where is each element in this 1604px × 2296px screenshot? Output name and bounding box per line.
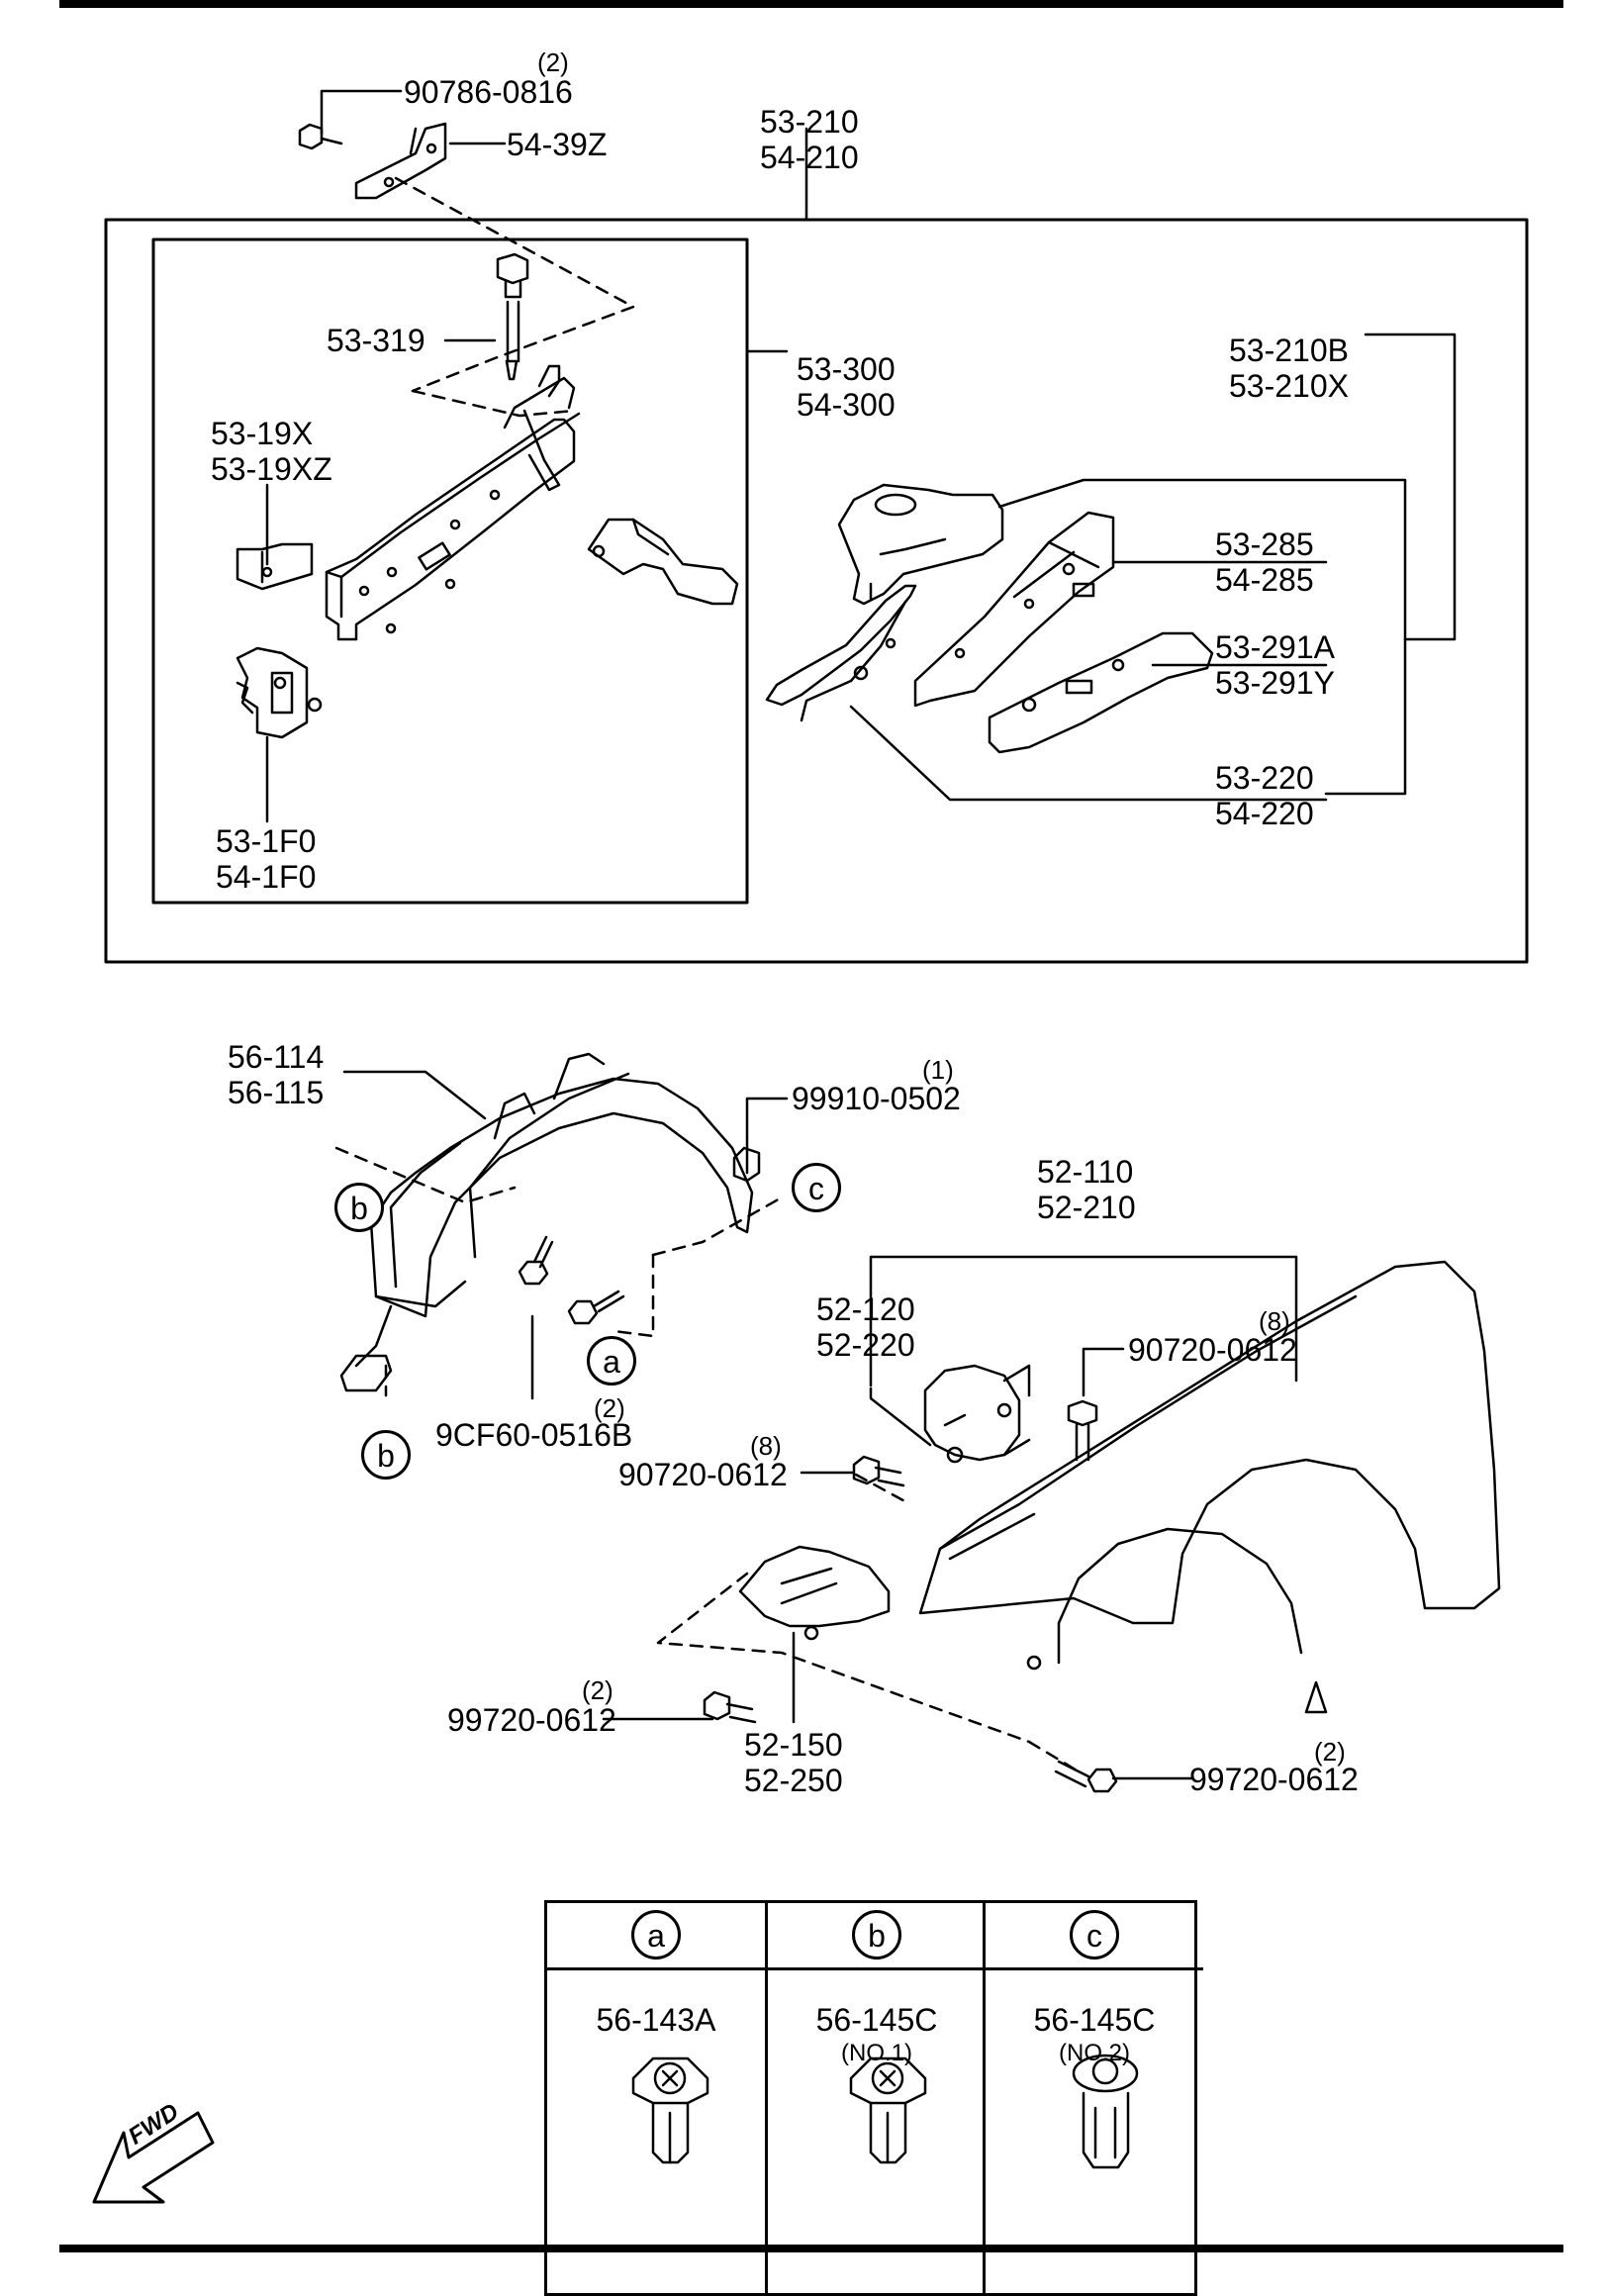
bolts-9cf60-0516b	[518, 1235, 625, 1325]
top-rule	[59, 0, 1563, 8]
label-53-19xz: 53-19XZ	[211, 451, 332, 487]
legend-ref-c: c	[1070, 1910, 1119, 1960]
legend-column-b: b 56-145C (NO.1)	[765, 1903, 986, 2293]
front-fender-52-110	[918, 1260, 1501, 1714]
label-90786-0816: 90786-0816	[404, 74, 573, 110]
bracket-52-150	[738, 1545, 891, 1641]
legend-header-c: c	[986, 1903, 1203, 1970]
label-9cf60-0516b: 9CF60-0516B	[435, 1417, 633, 1453]
label-54-210: 54-210	[760, 140, 859, 175]
label-53-210: 53-210	[760, 104, 859, 140]
label-53-291y: 53-291Y	[1215, 665, 1335, 701]
bracket-53-1f0	[236, 646, 323, 739]
label-54-220: 54-220	[1215, 796, 1314, 831]
label-53-300: 53-300	[797, 351, 896, 387]
label-53-210b: 53-210B	[1229, 333, 1349, 368]
legend-header-b: b	[768, 1903, 986, 1970]
leader-lines	[265, 89, 1457, 1780]
label-99910-0502: 99910-0502	[792, 1081, 961, 1116]
label-52-150: 52-150	[744, 1727, 843, 1763]
bolts-99720-0612	[703, 1690, 1118, 1793]
label-54-39z: 54-39Z	[507, 127, 608, 162]
label-90720-0612-lower: 90720-0612	[618, 1457, 788, 1492]
qty-99720-0612-left: (2)	[582, 1675, 613, 1705]
bolt-90786-0816	[298, 123, 343, 150]
assembly-outer-box	[104, 218, 1529, 964]
legend-part-b: 56-145C	[815, 2002, 938, 2038]
ref-b-lower: b	[361, 1430, 411, 1480]
member-53-291a	[988, 631, 1214, 754]
clip-icon-a	[631, 2057, 709, 2164]
label-53-291a: 53-291A	[1215, 629, 1335, 665]
qty-90720-0612-lower: (8)	[750, 1431, 782, 1461]
label-56-115: 56-115	[228, 1075, 325, 1110]
ref-c: c	[792, 1163, 841, 1212]
label-52-110: 52-110	[1037, 1154, 1134, 1190]
member-53-220	[765, 584, 917, 722]
label-99720-0612-left: 99720-0612	[447, 1702, 616, 1738]
apron-member-53-285	[913, 511, 1115, 708]
bracket-53-19x	[236, 542, 314, 591]
label-56-114: 56-114	[228, 1039, 325, 1075]
legend-ref-a: a	[631, 1910, 681, 1960]
label-53-319: 53-319	[327, 323, 425, 358]
label-54-1f0: 54-1F0	[216, 859, 317, 895]
label-52-210: 52-210	[1037, 1190, 1136, 1225]
legend-ref-b: b	[852, 1910, 901, 1960]
label-53-1f0: 53-1F0	[216, 823, 317, 859]
ref-a: a	[587, 1336, 636, 1386]
clip-icon-c	[1072, 2054, 1139, 2169]
label-53-220: 53-220	[1215, 760, 1314, 796]
label-53-19x: 53-19X	[211, 416, 314, 451]
label-52-220: 52-220	[816, 1327, 915, 1363]
qty-90720-0612-upper: (8)	[1259, 1306, 1290, 1336]
qty-9cf60-0516b: (2)	[594, 1393, 625, 1423]
legend-note-c: (NO.2)	[1059, 2040, 1130, 2066]
upper-member-53-210b	[837, 483, 1004, 606]
label-53-285: 53-285	[1215, 526, 1314, 562]
side-frame-53-300	[325, 364, 581, 641]
legend-header-a: a	[547, 1903, 765, 1970]
rod-53-319	[496, 252, 529, 381]
clip-icon-b	[849, 2057, 927, 2164]
label-54-300: 54-300	[797, 387, 896, 423]
label-52-120: 52-120	[816, 1292, 915, 1327]
fwd-arrow-icon	[92, 2111, 215, 2204]
assembly-inner-box	[151, 238, 749, 905]
label-54-285: 54-285	[1215, 562, 1314, 598]
label-99720-0612-right: 99720-0612	[1189, 1762, 1359, 1797]
label-90720-0612-upper: 90720-0612	[1128, 1332, 1297, 1368]
bolts-90720-0612	[852, 1399, 1098, 1487]
legend-column-a: a 56-143A	[547, 1903, 765, 2293]
label-53-210x: 53-210X	[1229, 368, 1349, 404]
qty-90786-0816: (2)	[537, 48, 569, 77]
ref-b-upper: b	[334, 1183, 384, 1232]
bracket-54-39z	[354, 122, 447, 200]
fender-liner-56-114	[339, 1052, 754, 1392]
legend-column-c: c 56-145C (NO.2)	[983, 1903, 1203, 2293]
bottom-rule	[59, 2245, 1563, 2252]
legend-part-c: 56-145C	[1033, 2002, 1156, 2038]
dashed-lines	[334, 176, 1081, 1773]
label-52-250: 52-250	[744, 1763, 843, 1798]
clip-legend-table: a 56-143A b 56-145C (NO.1) c 56-145C (NO…	[544, 1900, 1203, 2296]
bracket-52-120	[923, 1364, 1031, 1464]
legend-part-a: 56-143A	[596, 2002, 716, 2038]
qty-99910-0502: (1)	[922, 1055, 954, 1085]
legend-note-b: (NO.1)	[841, 2040, 912, 2066]
clip-99910-0502	[732, 1146, 761, 1183]
qty-99720-0612-right: (2)	[1314, 1737, 1346, 1767]
brace-rear	[587, 518, 739, 606]
